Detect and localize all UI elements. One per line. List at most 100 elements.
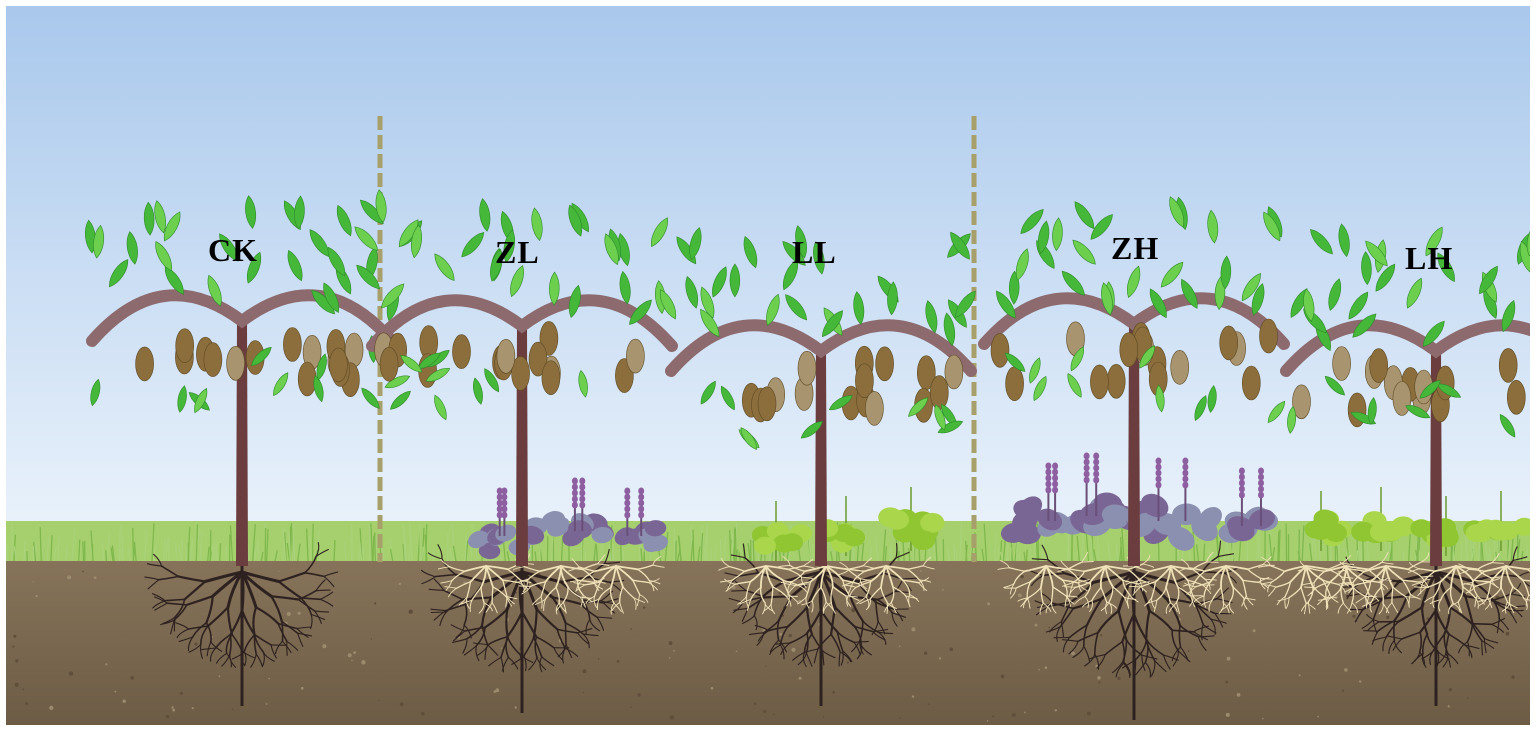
kiwi-fruit: [865, 391, 884, 426]
root-segment: [523, 566, 541, 572]
root-segment: [1368, 594, 1380, 602]
root-segment: [1351, 586, 1355, 604]
root-segment: [557, 643, 567, 658]
root-segment: [250, 653, 257, 668]
root-segment: [445, 598, 464, 613]
root-segment: [462, 638, 468, 654]
root-segment: [176, 628, 190, 639]
root-segment: [463, 603, 468, 626]
root-segment: [823, 602, 832, 612]
root-segment: [1385, 565, 1404, 582]
label-ck: CK: [208, 232, 258, 268]
root-segment: [1209, 565, 1227, 583]
vine-leaf: [785, 294, 808, 321]
root-segment: [865, 598, 872, 611]
root-segment: [1346, 602, 1353, 614]
root-segment: [1026, 596, 1031, 609]
vine-leaf: [503, 229, 515, 263]
root-segment: [857, 579, 870, 585]
root-segment: [1084, 581, 1092, 598]
root-segment: [787, 565, 804, 570]
soil-speckle: [114, 690, 117, 693]
vine-leaf: [287, 249, 303, 282]
soil-speckle: [927, 703, 930, 706]
kiwi-fruit: [283, 327, 302, 362]
root-segment: [1418, 631, 1423, 653]
grass-blade: [969, 544, 973, 565]
root-segment: [1068, 568, 1086, 572]
root-segment: [1405, 596, 1410, 608]
root-segment: [484, 608, 509, 629]
herb-leaf: [1101, 504, 1131, 527]
root-segment: [1505, 565, 1514, 588]
root-segment: [475, 645, 480, 662]
vine-leaf: [1405, 405, 1431, 419]
soil-speckle: [763, 709, 767, 713]
root-segment: [1269, 564, 1286, 572]
grass-blade: [178, 545, 182, 565]
root-segment: [505, 595, 518, 600]
grass-blade: [374, 532, 377, 565]
root-segment: [907, 565, 924, 570]
vine-leaf: [813, 241, 825, 275]
vine-leaf: [323, 282, 340, 313]
root-segment: [813, 648, 819, 664]
root-segment: [1510, 605, 1527, 608]
flower-bud: [1045, 480, 1052, 488]
soil-speckle: [992, 715, 995, 718]
soil-speckle: [353, 651, 356, 654]
root-segment: [1500, 586, 1509, 603]
root-segment: [300, 597, 313, 616]
root-segment: [1522, 579, 1530, 582]
soil-speckle: [231, 708, 234, 710]
root-segment: [767, 625, 789, 632]
root-segment: [1341, 581, 1354, 587]
root-segment: [310, 613, 326, 621]
root-segment: [491, 602, 498, 614]
root-segment: [869, 565, 887, 583]
herb-leaf: [614, 527, 635, 546]
root-segment: [615, 565, 634, 582]
root-segment: [540, 596, 543, 609]
root-segment: [523, 636, 535, 657]
grass-blade: [343, 541, 347, 565]
grass-blade: [1090, 538, 1094, 565]
root-segment: [1111, 660, 1124, 674]
vine-leaf: [1072, 239, 1096, 265]
vine-leaf: [1074, 201, 1095, 230]
herb-root: [1057, 554, 1155, 615]
root-segment: [1188, 567, 1206, 572]
soil-speckle: [582, 669, 587, 674]
root-segment: [1393, 639, 1402, 654]
root-segment: [1372, 600, 1381, 621]
root-segment: [865, 596, 870, 609]
root-segment: [1008, 567, 1026, 572]
herb-root: [1297, 552, 1394, 614]
grass-blade: [895, 538, 900, 565]
vine-leaf: [1220, 255, 1232, 290]
root-segment: [471, 586, 482, 601]
root-segment: [1050, 586, 1054, 604]
root-segment: [1486, 596, 1493, 609]
root-segment: [1176, 602, 1180, 615]
root-segment: [1439, 565, 1457, 583]
root-segment: [1220, 586, 1225, 604]
root-segment: [1137, 583, 1147, 593]
root-segment: [778, 639, 787, 653]
vine-leaf: [1479, 265, 1498, 295]
grass-blade: [1268, 533, 1273, 565]
root-segment: [1385, 565, 1409, 571]
root-segment: [770, 586, 774, 604]
root-segment: [444, 586, 457, 589]
vine-leaf: [490, 248, 503, 282]
kiwi-fruit: [944, 354, 964, 390]
root-segment: [1040, 586, 1044, 604]
root-segment: [787, 585, 796, 595]
root-segment: [1015, 581, 1032, 589]
kiwi-fruit: [626, 338, 645, 374]
root-segment: [253, 633, 265, 653]
grass-blade: [90, 530, 94, 565]
root-segment: [902, 579, 920, 584]
grass-blade: [195, 524, 199, 565]
root-segment: [724, 578, 736, 585]
